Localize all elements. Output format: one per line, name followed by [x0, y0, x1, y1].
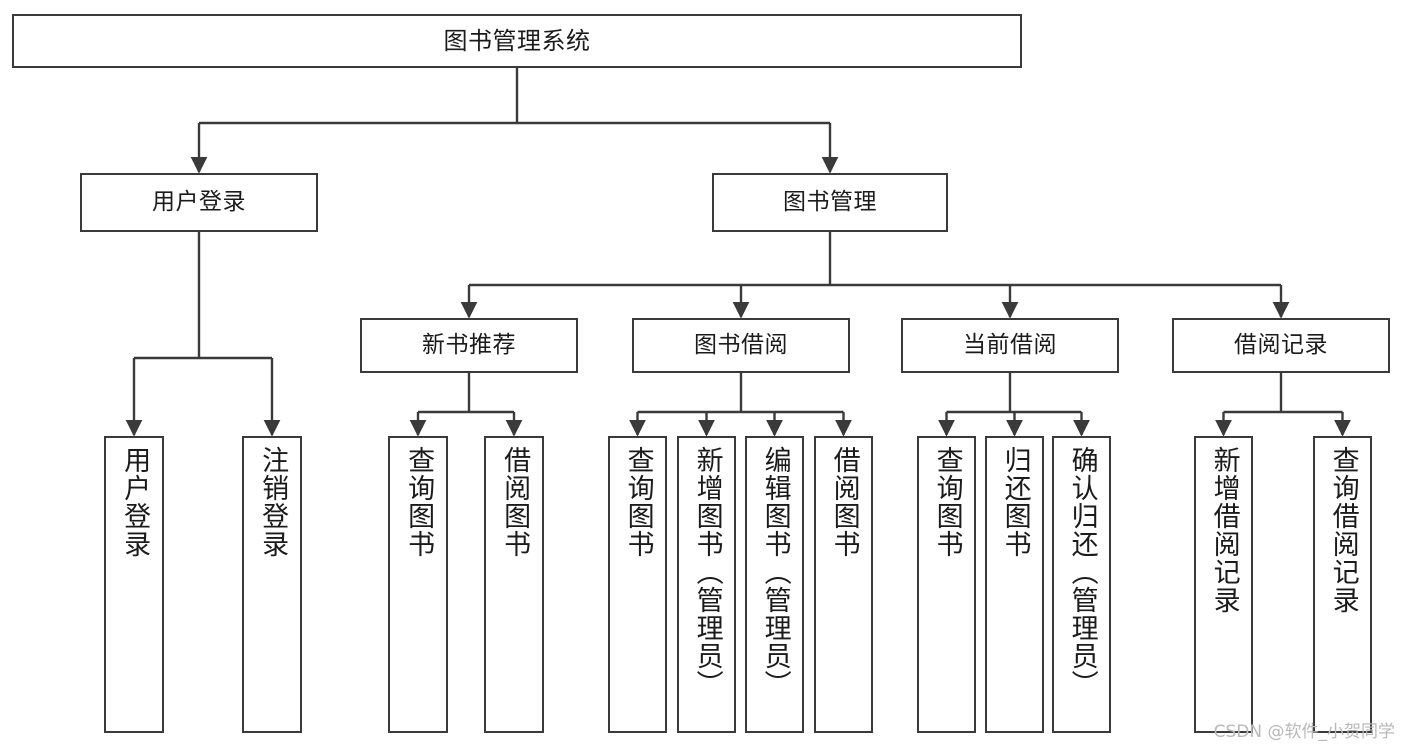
node-label: 借阅图书: [828, 446, 860, 558]
node-label: 用户登录: [119, 446, 151, 558]
node-l_query_book3[interactable]: 查询图书: [917, 436, 976, 733]
node-label: 归还图书: [999, 446, 1031, 558]
csdn-watermark: CSDN @软件_小贺同学: [1213, 722, 1395, 742]
node-label: 新增图书（管理员）: [691, 446, 723, 698]
node-new_rec[interactable]: 新书推荐: [360, 318, 578, 373]
node-label: 当前借阅: [963, 331, 1057, 358]
node-l_confirm[interactable]: 确认归还（管理员）: [1052, 436, 1111, 733]
node-user_login[interactable]: 用户登录: [80, 173, 318, 232]
node-label: 新增借阅记录: [1208, 446, 1240, 614]
node-borrow[interactable]: 图书借阅: [632, 318, 850, 373]
node-label: 确认归还（管理员）: [1066, 446, 1098, 698]
node-l_query_book2[interactable]: 查询图书: [608, 436, 667, 733]
node-label: 图书借阅: [694, 331, 788, 358]
node-l_borrow1[interactable]: 借阅图书: [484, 436, 544, 733]
node-l_query_book1[interactable]: 查询图书: [388, 436, 448, 733]
node-label: 查询图书: [622, 446, 654, 558]
node-label: 借阅记录: [1234, 331, 1328, 358]
node-l_logout[interactable]: 注销登录: [242, 436, 302, 733]
node-l_edit_book[interactable]: 编辑图书（管理员）: [745, 436, 804, 733]
node-label: 用户登录: [152, 188, 246, 215]
node-label: 编辑图书（管理员）: [759, 446, 791, 698]
node-label: 新书推荐: [422, 331, 516, 358]
node-label: 图书管理: [783, 188, 877, 215]
node-records[interactable]: 借阅记录: [1172, 318, 1390, 373]
node-label: 借阅图书: [499, 446, 531, 558]
node-label: 查询图书: [931, 446, 963, 558]
node-root[interactable]: 图书管理系统: [12, 14, 1022, 68]
node-label: 查询图书: [403, 446, 435, 558]
node-label: 注销登录: [257, 446, 289, 558]
node-book_mgmt[interactable]: 图书管理: [712, 173, 948, 232]
node-l_return[interactable]: 归还图书: [985, 436, 1044, 733]
node-label: 查询借阅记录: [1327, 446, 1359, 614]
node-l_qry_record[interactable]: 查询借阅记录: [1313, 436, 1372, 733]
node-current[interactable]: 当前借阅: [901, 318, 1119, 373]
node-l_add_book[interactable]: 新增图书（管理员）: [677, 436, 736, 733]
node-label: 图书管理系统: [443, 26, 591, 55]
node-l_user_login[interactable]: 用户登录: [104, 436, 164, 733]
node-l_add_record[interactable]: 新增借阅记录: [1194, 436, 1253, 733]
node-l_borrow2[interactable]: 借阅图书: [814, 436, 873, 733]
